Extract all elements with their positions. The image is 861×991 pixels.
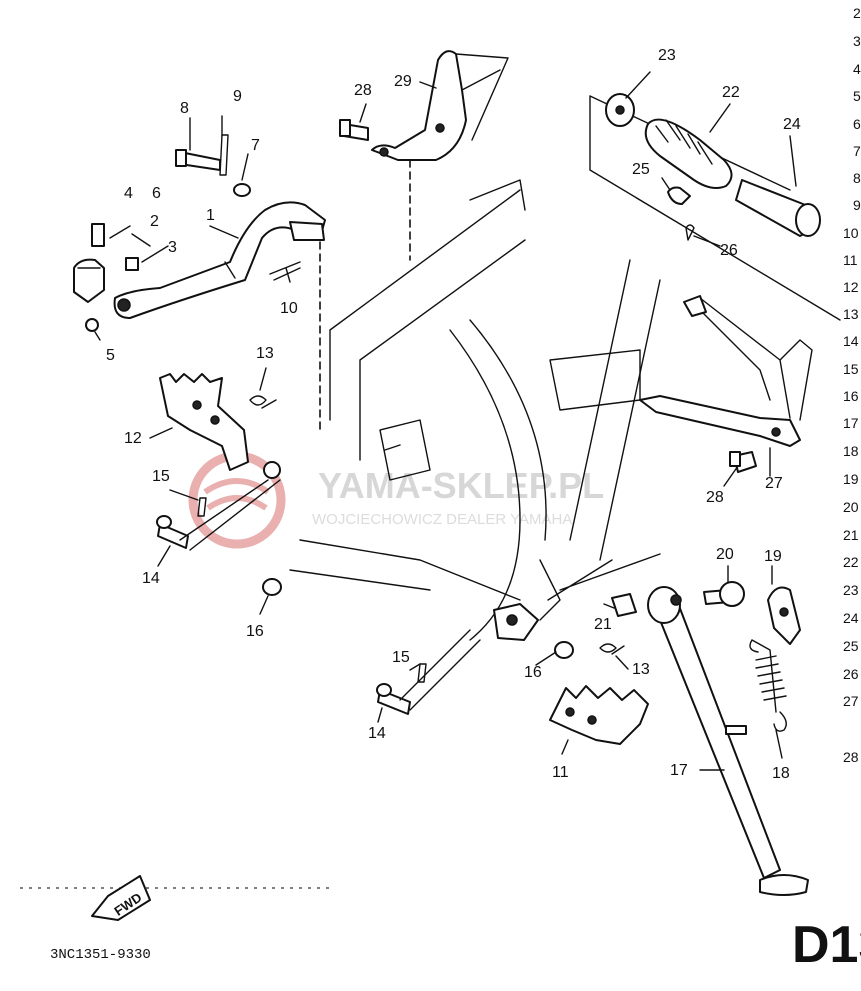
side-index-7: 7	[853, 143, 861, 159]
side-index-14: 14	[843, 333, 859, 349]
fwd-arrow-icon	[91, 875, 151, 921]
callout-1: 1	[206, 207, 215, 224]
callout-17: 17	[670, 762, 688, 779]
diagram-id: D13	[792, 916, 861, 974]
callout-14-right: 14	[368, 725, 386, 742]
callout-13-right: 13	[632, 661, 650, 678]
callout-18: 18	[772, 765, 790, 782]
callout-13-left: 13	[256, 345, 274, 362]
footrest-left-part	[159, 373, 277, 471]
side-index-12: 12	[843, 279, 859, 295]
catalog-code: 3NC1351-9330	[50, 947, 151, 963]
callout-16-left: 16	[246, 623, 264, 640]
side-index-21: 21	[843, 527, 859, 543]
side-index-13: 13	[843, 306, 859, 322]
side-index-23: 23	[843, 582, 859, 598]
callout-22: 22	[722, 84, 740, 101]
footrest-pin-left	[156, 461, 282, 596]
side-index-27: 27	[843, 693, 859, 709]
brake-pedal-part	[113, 201, 326, 319]
callout-28-top: 28	[354, 82, 372, 99]
side-index-2: 2	[853, 5, 861, 21]
callout-16-right: 16	[524, 664, 542, 681]
side-index-28: 28	[843, 749, 859, 765]
callout-2: 2	[150, 213, 159, 230]
callout-4: 4	[124, 185, 133, 202]
callout-labels: 1 2 3 4 5 6 7 8 9 10 11 12 13 13 14 14 1…	[106, 47, 801, 782]
callout-8: 8	[180, 100, 189, 117]
frame-outline	[289, 159, 661, 641]
callout-29: 29	[394, 73, 412, 90]
fwd-arrow: FWD	[20, 875, 330, 921]
callout-27: 27	[765, 475, 783, 492]
watermark: YAMA-SKLEP.PL WOJCIECHOWICZ DEALER YAMAH…	[188, 451, 604, 549]
side-index-11: 11	[843, 252, 858, 268]
side-stand-part	[547, 553, 809, 896]
pedal-bolt-parts	[175, 134, 301, 281]
callout-20: 20	[716, 546, 734, 563]
callout-19: 19	[764, 548, 782, 565]
side-index-9: 9	[853, 197, 861, 213]
callout-26: 26	[720, 242, 738, 259]
callout-23: 23	[658, 47, 676, 64]
side-index-6: 6	[853, 116, 861, 132]
side-index-18: 18	[843, 443, 859, 459]
side-index-22: 22	[843, 554, 859, 570]
callout-5: 5	[106, 347, 115, 364]
side-index-16: 16	[843, 388, 859, 404]
side-index-19: 19	[843, 471, 859, 487]
side-index-5: 5	[853, 88, 861, 104]
callout-28-right: 28	[706, 489, 724, 506]
side-index-15: 15	[843, 361, 859, 377]
callout-6: 6	[152, 185, 161, 202]
footrest-right-part	[376, 603, 649, 745]
side-index-24: 24	[843, 610, 859, 626]
upper-bracket-part	[339, 50, 509, 161]
callout-3: 3	[168, 239, 177, 256]
callout-15-left: 15	[152, 468, 170, 485]
watermark-subtitle: WOJCIECHOWICZ DEALER YAMAHA	[312, 511, 572, 528]
callout-10: 10	[280, 300, 298, 317]
side-index-25: 25	[843, 638, 859, 654]
callout-24: 24	[783, 116, 801, 133]
callout-11: 11	[552, 764, 569, 781]
grip-assembly	[589, 93, 841, 321]
side-index-26: 26	[843, 666, 859, 682]
side-index-column: 2 3 4 5 6 7 8 9 10 11 12 13 14 15 16 17 …	[843, 5, 861, 765]
callout-15-right: 15	[392, 649, 410, 666]
callout-9: 9	[233, 88, 242, 105]
side-index-17: 17	[843, 415, 859, 431]
callout-7: 7	[251, 137, 260, 154]
callout-25: 25	[632, 161, 650, 178]
side-index-20: 20	[843, 499, 859, 515]
pedal-fittings	[73, 223, 139, 332]
callout-14-left: 14	[142, 570, 160, 587]
rear-step-bracket-part	[639, 295, 813, 473]
side-index-10: 10	[843, 225, 859, 241]
side-index-8: 8	[853, 170, 861, 186]
callout-12: 12	[124, 430, 142, 447]
leader-lines	[94, 71, 797, 771]
watermark-title: YAMA-SKLEP.PL	[318, 465, 604, 506]
side-index-4: 4	[853, 61, 861, 77]
side-index-3: 3	[853, 33, 861, 49]
callout-21: 21	[594, 616, 612, 633]
